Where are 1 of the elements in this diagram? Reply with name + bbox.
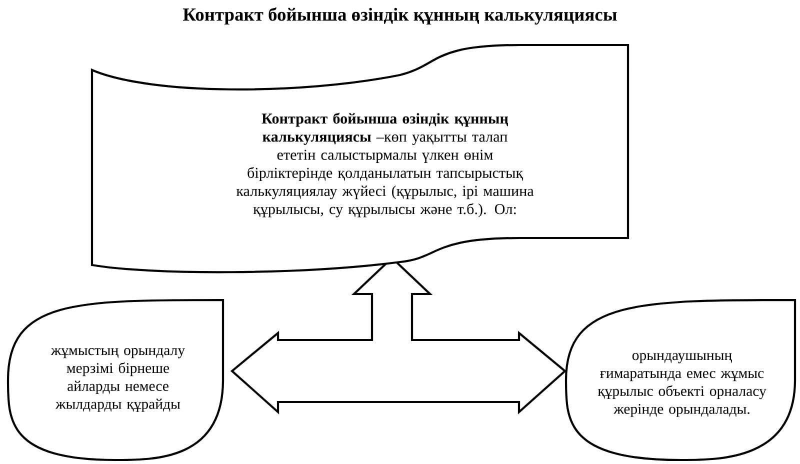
title: Контракт бойынша өзіндік құнның калькуляциясы: [183, 7, 617, 25]
